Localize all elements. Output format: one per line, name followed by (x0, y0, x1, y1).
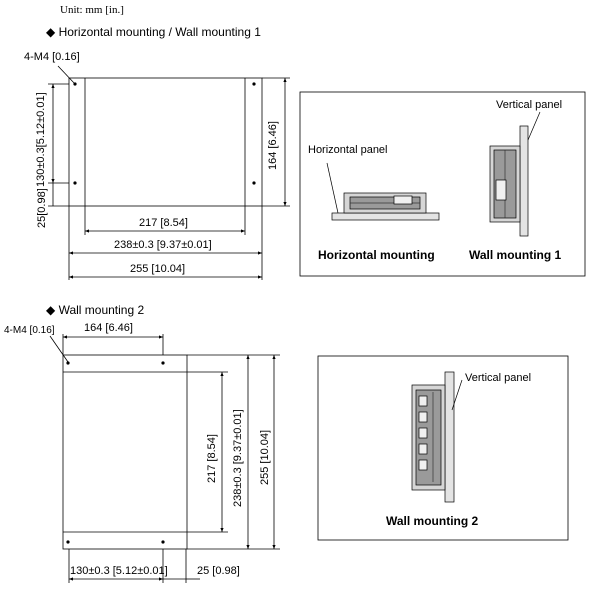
vertical-panel-leader-2 (451, 379, 463, 411)
cutout-drawing-1 (48, 65, 290, 280)
dim-label-217: 217 [8.54] (139, 217, 188, 229)
section-heading-2: ◆ Wall mounting 2 (46, 303, 145, 317)
dim-label-238-2: 238±0.3 [9.37±0.01] (232, 409, 244, 507)
dim-label-130: 130±0.3[5.12±0.01] (35, 92, 47, 187)
dim-label-164-2: 164 [6.46] (84, 322, 133, 334)
vertical-panel-label-1: Vertical panel (496, 99, 563, 111)
caption-wall-mounting-2: Wall mounting 2 (386, 514, 479, 528)
panel-outline-2 (62, 354, 188, 550)
dim-label-130-2: 130±0.3 [5.12±0.01] (70, 565, 168, 577)
hole-label-1: 4-M4 [0.16] (24, 51, 80, 63)
hole-leader-1 (57, 65, 76, 85)
dim-label-164: 164 [6.46] (267, 121, 279, 170)
dim-label-238: 238±0.3 [9.37±0.01] (114, 239, 212, 251)
caption-wall-mounting-1: Wall mounting 1 (469, 248, 562, 262)
dim-label-217-2: 217 [8.54] (206, 434, 218, 483)
dim-label-25-2: 25 [0.98] (197, 565, 240, 577)
illustration-box-1 (299, 91, 586, 277)
illustration-box-2 (317, 355, 569, 541)
unit-note: Unit: mm [in.] (60, 4, 124, 16)
horizontal-panel-label: Horizontal panel (308, 144, 388, 156)
dim-label-255: 255 [10.04] (130, 263, 186, 275)
mounting-holes-2 (66, 361, 165, 544)
horizontal-panel-leader (326, 162, 339, 214)
hole-leader-2 (49, 335, 69, 363)
wall-mount-2-unit (411, 371, 463, 503)
caption-horizontal-mounting: Horizontal mounting (318, 248, 435, 262)
dim-label-255-2: 255 [10.04] (259, 429, 271, 485)
horizontal-mount-unit (326, 162, 440, 221)
section-heading-1: ◆ Horizontal mounting / Wall mounting 1 (46, 25, 261, 39)
wall-mount-1-unit (489, 111, 541, 237)
vertical-panel-leader-1 (527, 111, 541, 141)
vertical-panel-shape-1 (519, 125, 529, 237)
cutout-drawing-2 (49, 334, 280, 583)
hole-label-2: 4-M4 [0.16] (4, 325, 55, 336)
vertical-panel-shape-2 (444, 371, 455, 503)
horizontal-panel-shape (331, 212, 440, 221)
mounting-holes-1 (73, 82, 256, 185)
vertical-panel-label-2: Vertical panel (465, 372, 532, 384)
panel-outline-1 (68, 77, 263, 207)
dim-label-25: 25[0.98] (36, 188, 48, 228)
